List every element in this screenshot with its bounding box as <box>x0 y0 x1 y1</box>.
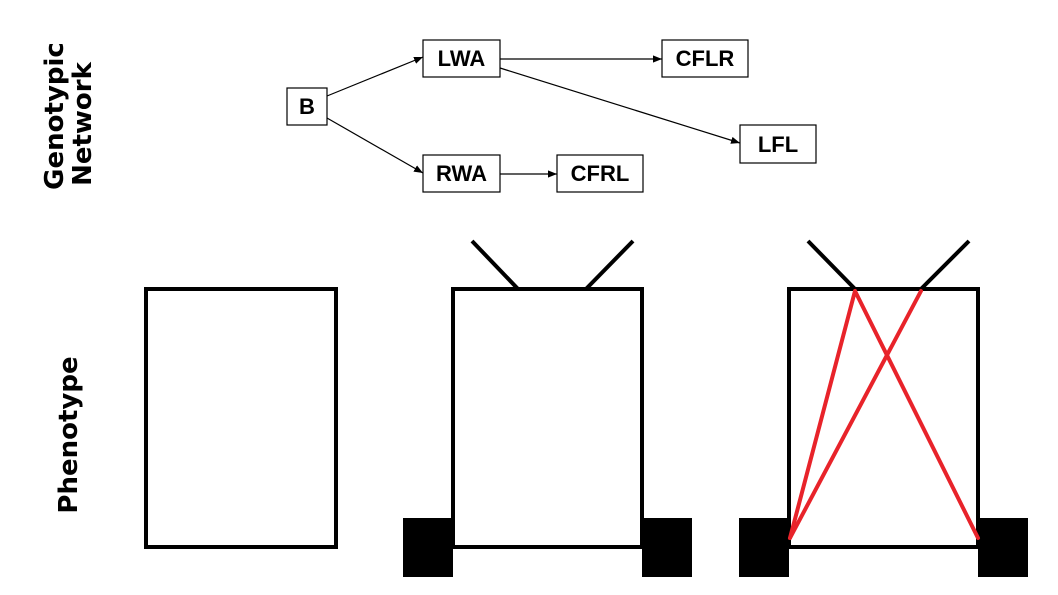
node-lwa-label: LWA <box>438 46 486 71</box>
node-cfrl-label: CFRL <box>571 161 630 186</box>
genotypic-network-label: Genotypic Network <box>40 42 98 190</box>
right-antenna <box>584 239 635 291</box>
edge-b-rwa <box>326 117 424 174</box>
genotypic-label-line1: Genotypic <box>40 42 70 190</box>
connection-left-antenna-right-wheel <box>853 289 980 540</box>
phenotype-stage-2 <box>403 239 692 577</box>
phenotype-stage-3 <box>739 239 1028 577</box>
right-wheel <box>642 518 692 577</box>
edge-lwa-lfl <box>499 67 741 144</box>
node-rwa: RWA <box>422 154 501 193</box>
node-lfl-label: LFL <box>758 132 798 157</box>
node-b: B <box>286 87 328 126</box>
node-cflr-label: CFLR <box>676 46 735 71</box>
node-lfl: LFL <box>739 124 817 164</box>
left-antenna <box>806 239 857 291</box>
genotypic-label-line2: Network <box>68 61 98 186</box>
connection-left-antenna-left-wheel <box>788 289 857 540</box>
network-edges <box>326 55 741 178</box>
phenotype-label: Phenotype <box>54 356 84 513</box>
node-b-label: B <box>299 94 315 119</box>
robot-body <box>451 287 644 549</box>
phenotype-stage-1 <box>144 287 338 549</box>
right-antenna <box>919 239 971 291</box>
robot-body <box>787 287 980 549</box>
node-cfrl: CFRL <box>556 154 644 193</box>
right-wheel <box>978 518 1028 577</box>
node-rwa-label: RWA <box>436 161 487 186</box>
edge-b-lwa <box>326 56 424 97</box>
node-lwa: LWA <box>422 39 501 78</box>
robot-body <box>144 287 338 549</box>
node-cflr: CFLR <box>661 39 749 78</box>
connection-right-antenna-left-wheel <box>788 289 923 540</box>
left-antenna <box>470 239 520 291</box>
left-wheel <box>739 518 789 577</box>
left-wheel <box>403 518 453 577</box>
